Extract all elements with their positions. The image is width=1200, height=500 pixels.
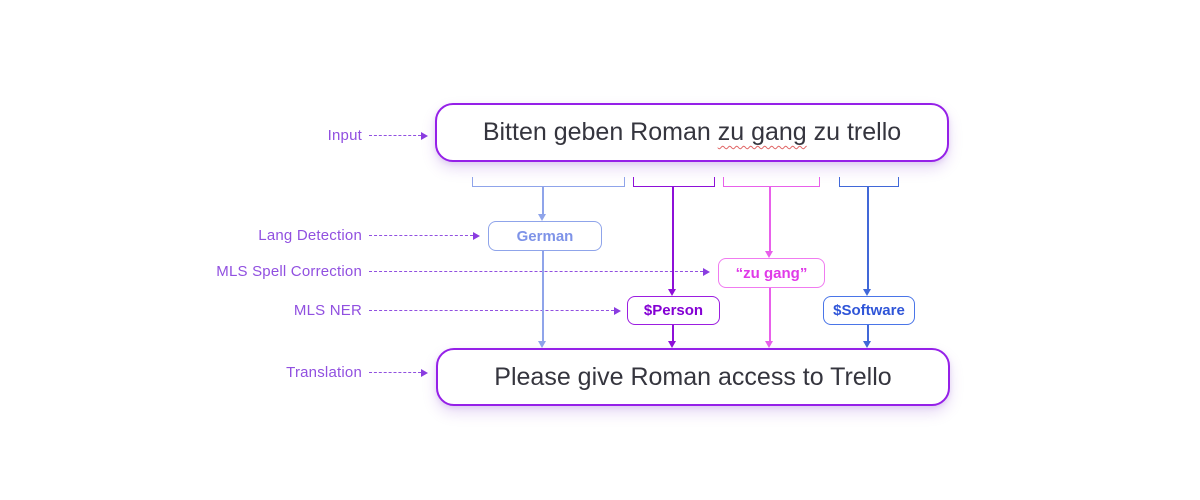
input-text-prefix: Bitten geben Roman <box>482 118 718 146</box>
node-language-label: German <box>516 227 574 245</box>
flow-line-spell-lower <box>769 286 771 341</box>
flow-line-lang-upper <box>542 187 544 214</box>
arrowhead-into-person <box>668 289 676 296</box>
lang-detection-arrow <box>369 232 480 240</box>
flow-line-spell-upper <box>769 187 771 251</box>
arrowhead-into-software <box>863 289 871 296</box>
spell-correction-arrow <box>369 268 710 276</box>
input-text-suffix: zu trello <box>806 118 902 146</box>
node-language: German <box>488 221 602 251</box>
output-text: Please give Roman access to Trello <box>494 362 892 391</box>
ner-arrow <box>369 307 621 315</box>
input-text-misspelled: zu gang <box>717 118 807 146</box>
stage-label-spell-correction: MLS Spell Correction <box>216 263 362 280</box>
token-bracket-spell <box>723 177 820 187</box>
translation-arrow <box>369 369 428 377</box>
arrowhead-into-german <box>538 214 546 221</box>
input-sentence-box: Bitten geben Roman zu gang zu trello <box>435 103 949 162</box>
token-bracket-person <box>633 177 715 187</box>
node-spell-correction: “zu gang” <box>718 258 825 288</box>
stage-label-ner: MLS NER <box>293 302 362 319</box>
output-sentence-box: Please give Roman access to Trello <box>436 348 950 406</box>
arrowhead-software-into-output <box>863 341 871 348</box>
node-ner-software: $Software <box>823 296 915 325</box>
node-ner-person-label: $Person <box>643 302 704 319</box>
flow-line-software-upper <box>867 187 869 289</box>
arrowhead-into-zugang <box>765 251 773 258</box>
stage-label-input: Input <box>327 127 362 144</box>
token-bracket-software <box>839 177 899 187</box>
arrowhead-person-into-output <box>668 341 676 348</box>
arrowhead-spell-into-output <box>765 341 773 348</box>
flow-line-person-lower <box>672 323 674 341</box>
flow-line-person-upper <box>672 187 674 289</box>
node-ner-person: $Person <box>627 296 720 325</box>
node-ner-software-label: $Software <box>833 302 905 319</box>
node-spell-correction-label: “zu gang” <box>735 264 808 282</box>
stage-label-lang-detection: Lang Detection <box>258 227 362 244</box>
input-arrow <box>369 132 428 140</box>
stage-label-translation: Translation <box>286 364 362 381</box>
token-bracket-lang <box>472 177 625 187</box>
flow-line-lang-lower <box>542 249 544 341</box>
flow-line-software-lower <box>867 323 869 341</box>
arrowhead-lang-into-output <box>538 341 546 348</box>
